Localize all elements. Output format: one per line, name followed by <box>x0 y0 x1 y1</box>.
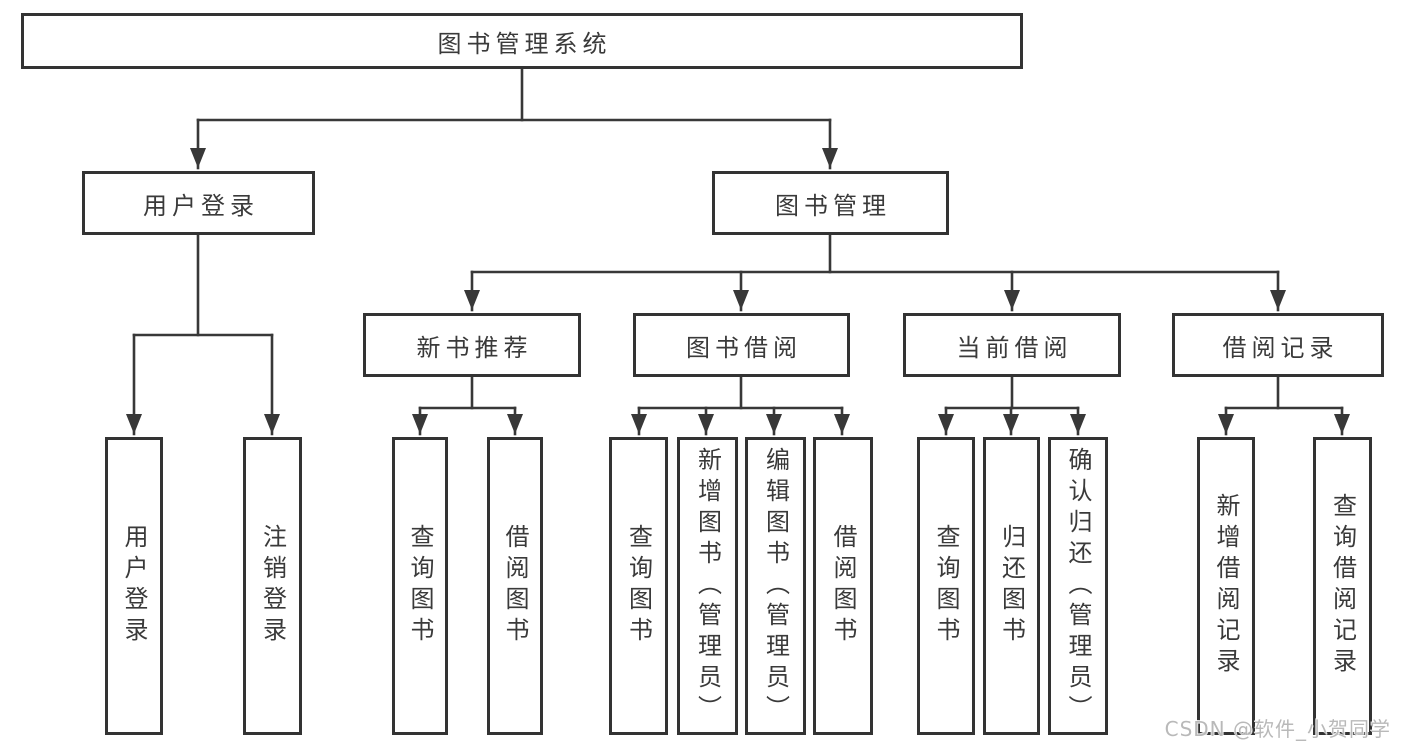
leaf-label: 查询图书 <box>932 524 960 648</box>
leaf-label: 归还图书 <box>997 524 1026 648</box>
node-borrowing-records: 借阅记录 <box>1172 313 1384 377</box>
leaf-label: 借阅图书 <box>829 524 857 648</box>
watermark: CSDN @软件_小贺同学 <box>1164 717 1391 741</box>
leaf-label: 查询借阅记录 <box>1328 493 1357 679</box>
node-query-books-current: 查询图书 <box>917 437 975 735</box>
node-add-book-admin: 新增图书（管理员） <box>677 437 738 735</box>
node-new-book-recommendation: 新书推荐 <box>363 313 581 377</box>
node-return-books: 归还图书 <box>983 437 1040 735</box>
leaf-label: 注销登录 <box>258 524 287 648</box>
node-confirm-return-admin: 确认归还（管理员） <box>1048 437 1108 735</box>
node-borrow-books-recommend: 借阅图书 <box>487 437 543 735</box>
leaf-label: 新增借阅记录 <box>1212 493 1240 679</box>
leaf-label: 确认归还（管理员） <box>1064 446 1092 726</box>
node-logout: 注销登录 <box>243 437 302 735</box>
leaf-label: 查询图书 <box>406 524 434 648</box>
node-query-books-recommend: 查询图书 <box>392 437 448 735</box>
leaf-label: 查询图书 <box>624 524 653 648</box>
node-query-borrow-record: 查询借阅记录 <box>1313 437 1372 735</box>
node-user-login: 用户登录 <box>105 437 163 735</box>
node-book-management-branch: 图书管理 <box>712 171 949 235</box>
leaf-label: 借阅图书 <box>501 524 529 648</box>
node-borrow-books: 借阅图书 <box>813 437 873 735</box>
node-current-borrowing: 当前借阅 <box>903 313 1121 377</box>
leaf-label: 新增图书（管理员） <box>693 446 722 726</box>
node-book-borrowing: 图书借阅 <box>633 313 850 377</box>
leaf-label: 编辑图书（管理员） <box>761 446 790 726</box>
node-query-books-borrow: 查询图书 <box>609 437 668 735</box>
node-user-login-branch: 用户登录 <box>82 171 315 235</box>
node-edit-book-admin: 编辑图书（管理员） <box>745 437 806 735</box>
leaf-label: 用户登录 <box>120 524 148 648</box>
node-add-borrow-record: 新增借阅记录 <box>1197 437 1255 735</box>
node-library-management-system: 图书管理系统 <box>21 13 1023 69</box>
